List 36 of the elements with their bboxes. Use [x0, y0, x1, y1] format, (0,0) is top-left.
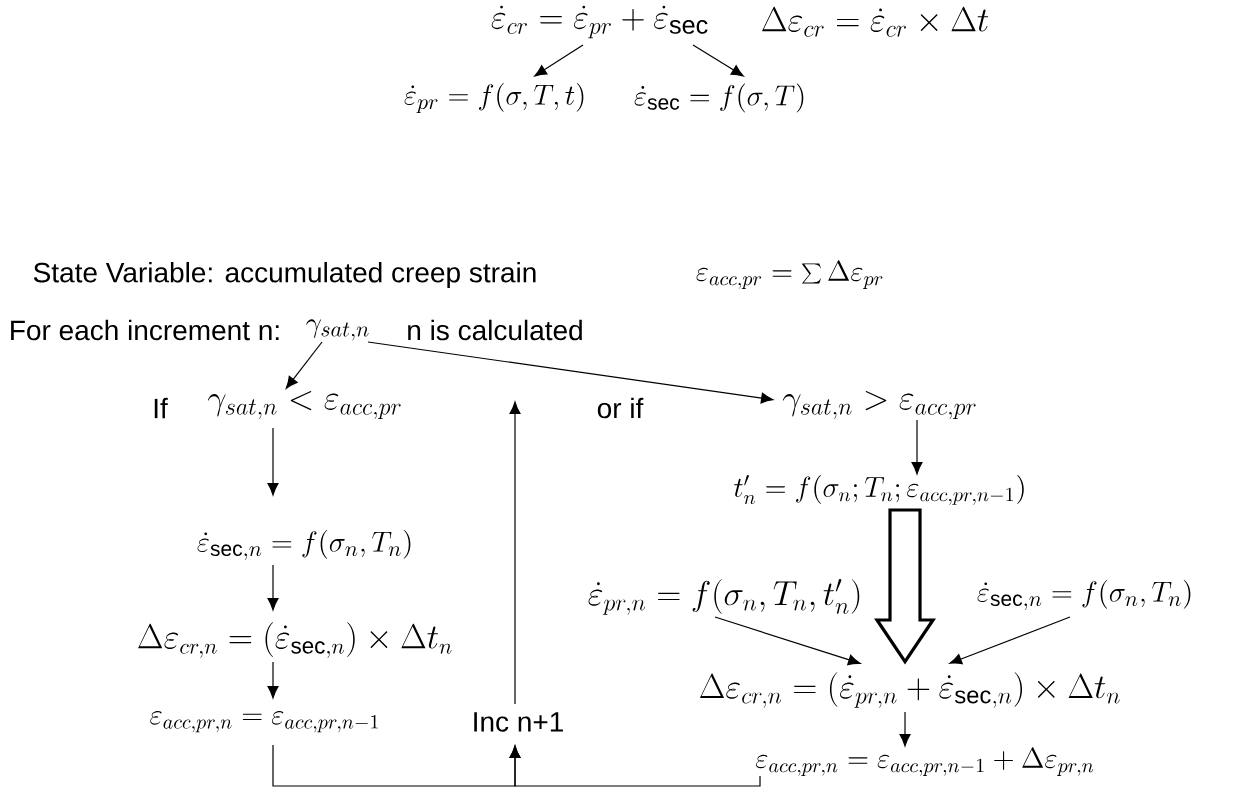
arrow	[367, 341, 774, 404]
formula: $\varepsilon_{acc,pr,n}=\varepsilon_{acc,pr,n-1}$	[150, 711, 378, 733]
arrow	[692, 44, 744, 77]
arrow	[267, 564, 279, 611]
text-label: For each increment n:	[11, 319, 279, 341]
arrow	[509, 401, 521, 705]
formula: $\dot{\varepsilon}_{pr}=f(\sigma,T,t)$	[404, 82, 584, 114]
formula: $\Delta\varepsilon_{cr,n}=(\dot{\varepsilon}_{\mathrm{sec},n})\times\Delta t_n$	[138, 622, 452, 658]
formula: $\dot{\varepsilon}_{\mathrm{sec}}=f(\sigma,T)$	[634, 83, 804, 113]
formula: $\gamma_{sat,n}>\varepsilon_{acc,pr}$	[782, 390, 976, 419]
text-label: State Variable: accumulated creep strain	[33, 261, 536, 289]
arrow	[267, 661, 279, 699]
formula: $\varepsilon_{acc,pr}=\sum\Delta\varepsilon_{pr}$	[696, 260, 883, 289]
text-label: or if	[597, 397, 644, 419]
formula: $\varepsilon_{acc,pr,n}=\varepsilon_{acc,pr,n-1}+\Delta\varepsilon_{pr,n}$	[756, 747, 1094, 776]
arrow	[899, 711, 911, 747]
arrow	[509, 745, 761, 787]
arrow	[534, 44, 584, 77]
arrow	[911, 419, 923, 475]
formula: $t_n'=f(\sigma_n;T_n;\varepsilon_{acc,pr,n-1})$	[734, 475, 1024, 505]
formula: $\dot{\varepsilon}_{\mathrm{sec},n}=f(\sigma_n,T_n)$	[977, 579, 1191, 611]
formula: $\dot{\varepsilon}_{cr}=\dot{\varepsilon}_{pr}+\dot{\varepsilon}_{\mathrm{sec}}$	[491, 5, 708, 39]
formula: $\Delta\varepsilon_{cr,n}=(\dot{\varepsilon}_{pr,n}+\dot{\varepsilon}_{\mathrm{sec},n})\times\Delta t_n$	[700, 672, 1120, 708]
block-arrow	[874, 508, 936, 665]
text-label: If	[154, 397, 168, 419]
formula: $\Delta\varepsilon_{cr}=\dot{\varepsilon}_{cr}\times\Delta t$	[762, 6, 989, 37]
formula: $\dot{\varepsilon}_{\mathrm{sec},n}=f(\sigma_n,T_n)$	[197, 529, 411, 561]
formula: $\dot{\varepsilon}_{pr,n}=f(\sigma_n,T_n,t_n')$	[588, 579, 860, 615]
text-label: n is calculated	[408, 319, 582, 341]
step-label: Inc n+1	[474, 712, 563, 732]
arrow	[714, 616, 861, 666]
formula: $\gamma_{sat,n}<\varepsilon_{acc,pr}$	[207, 390, 401, 419]
formula: $\gamma_{sat,n}$	[306, 319, 369, 341]
arrow	[285, 341, 323, 389]
arrow	[949, 616, 1071, 665]
arrow	[267, 427, 279, 496]
